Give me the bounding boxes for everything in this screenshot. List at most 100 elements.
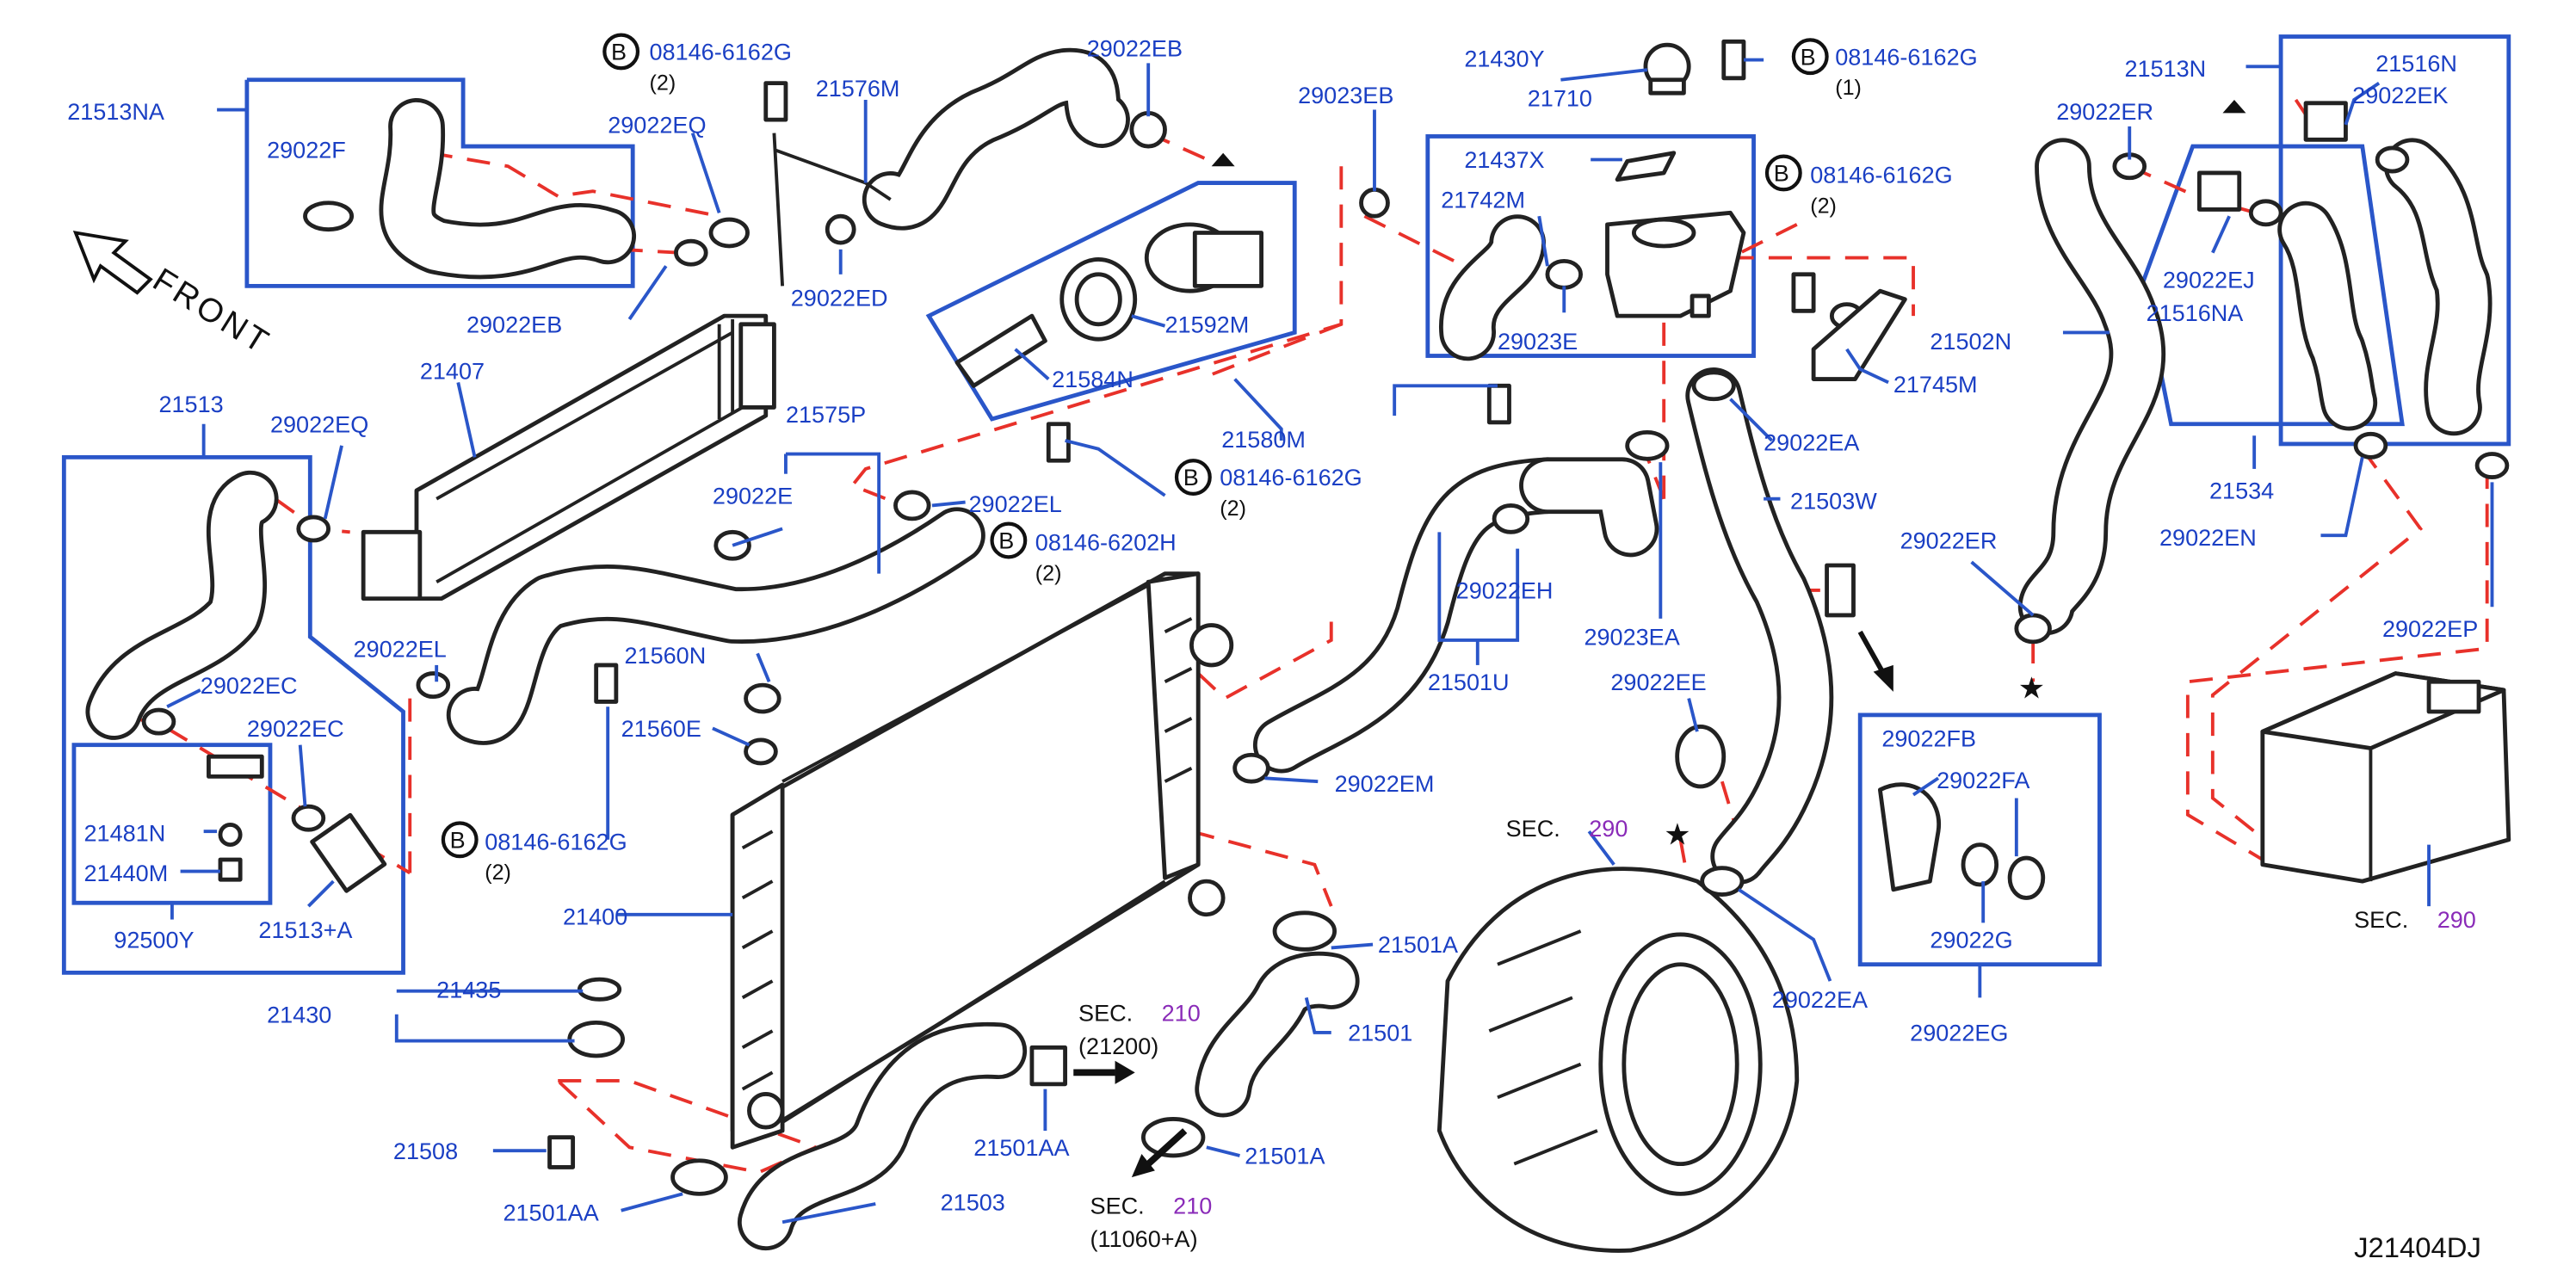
label-29022EG: 29022EG	[1910, 1021, 2008, 1046]
sec-b-num: 210	[1173, 1194, 1212, 1219]
label-21501: 21501	[1348, 1021, 1412, 1046]
svg-text:★: ★	[2018, 673, 2045, 706]
inverter-box	[2260, 671, 2511, 884]
label-21501A-1: 21501A	[1378, 932, 1458, 958]
bolt-marker-b: B	[1801, 44, 1816, 70]
front-label: FRONT	[146, 262, 277, 362]
label-21508: 21508	[393, 1138, 458, 1164]
bolt-marker-f: B	[450, 827, 466, 853]
label-21503W: 21503W	[1790, 488, 1877, 514]
label-29022EB-left: 29022EB	[466, 312, 562, 337]
box-21513NA	[244, 77, 635, 288]
label-29022EB-top: 29022EB	[1087, 36, 1183, 62]
arrows	[1073, 99, 2246, 1178]
group-boxes	[61, 34, 2511, 975]
small-parts	[141, 39, 2510, 1196]
label-21501U: 21501U	[1428, 669, 1510, 695]
qty-2-d: (2)	[1220, 497, 1246, 521]
radiator-21400	[730, 571, 1234, 1150]
label-29022EP: 29022EP	[2382, 616, 2478, 642]
sec-d-num: 290	[2437, 907, 2476, 933]
sec-c: SEC.	[1506, 816, 1560, 842]
qty-1: (1)	[1835, 76, 1862, 100]
qty-2-a: (2)	[650, 71, 676, 95]
label-21534: 21534	[2209, 478, 2274, 504]
bolt-marker-c: B	[1774, 161, 1789, 187]
label-29022EQ-top: 29022EQ	[608, 113, 706, 139]
label-29022EH: 29022EH	[1456, 578, 1554, 604]
qty-2-b: (2)	[1035, 561, 1062, 585]
label-21576M: 21576M	[816, 76, 900, 102]
label-92500Y: 92500Y	[114, 927, 194, 953]
qty-2-e: (2)	[1810, 194, 1837, 218]
bolt-markers: B B B B B B	[441, 33, 1829, 859]
label-29023EA: 29023EA	[1584, 625, 1679, 651]
sec-c-num: 290	[1589, 816, 1628, 842]
label-21745M: 21745M	[1893, 372, 1978, 398]
sec-b: SEC.	[1090, 1194, 1145, 1219]
leader-lines	[166, 58, 2494, 1225]
sec-a-sub: (21200)	[1078, 1033, 1158, 1059]
label-21516N: 21516N	[2375, 51, 2457, 77]
label-29022EC-1: 29022EC	[201, 673, 298, 699]
label-21437X: 21437X	[1464, 147, 1544, 173]
label-29022EE: 29022EE	[1610, 669, 1706, 695]
label-21560E: 21560E	[621, 716, 701, 742]
label-29022F: 29022F	[267, 138, 346, 163]
sec-a: SEC.	[1078, 1000, 1133, 1026]
label-21560N: 21560N	[625, 643, 707, 669]
label-08146-6162G-b: 08146-6162G	[485, 829, 627, 854]
box-21513	[61, 454, 405, 975]
reservoir-21710	[1605, 42, 1746, 318]
label-29022EC-2: 29022EC	[247, 716, 344, 742]
label-21580M: 21580M	[1221, 427, 1306, 453]
label-29022EA-1: 29022EA	[1764, 430, 1859, 456]
label-21430Y: 21430Y	[1464, 46, 1544, 71]
box-21580M	[925, 181, 1297, 422]
label-21501A-2: 21501A	[1245, 1144, 1325, 1169]
hoses	[85, 48, 2493, 1251]
label-21592M: 21592M	[1165, 312, 1250, 337]
label-21516NA: 21516NA	[2147, 300, 2244, 326]
sec-b-sub: (11060+A)	[1090, 1226, 1198, 1252]
label-08146-6162G-e: 08146-6162G	[1810, 163, 1952, 188]
label-21513N: 21513N	[2124, 56, 2206, 82]
label-21440M: 21440M	[84, 861, 169, 886]
label-21513: 21513	[158, 392, 223, 417]
part-labels: 21513NA 29022F 29022EQ 08146-6162G (2) 2…	[67, 36, 2481, 1263]
cooler-21407	[361, 313, 776, 601]
label-21575P: 21575P	[786, 402, 866, 428]
label-29022EJ: 29022EJ	[2163, 267, 2255, 293]
label-21513A: 21513+A	[258, 917, 352, 943]
svg-text:★: ★	[1664, 819, 1690, 852]
label-21584N: 21584N	[1052, 367, 1134, 392]
label-29022ED: 29022ED	[791, 286, 888, 312]
label-21502N: 21502N	[1930, 329, 2011, 355]
label-21407: 21407	[420, 359, 485, 385]
label-21435: 21435	[436, 977, 501, 1002]
label-08146-6162G-d: 08146-6162G	[1835, 44, 1977, 70]
label-29022EN: 29022EN	[2159, 525, 2257, 551]
label-29022EL-left: 29022EL	[354, 636, 447, 662]
label-08146-6162G-a: 08146-6162G	[650, 40, 792, 65]
qty-2-c: (2)	[485, 861, 511, 885]
label-29022ER-top: 29022ER	[2056, 99, 2153, 125]
label-29023EB: 29023EB	[1298, 83, 1393, 108]
label-29022FB: 29022FB	[1881, 726, 1976, 752]
label-21400: 21400	[563, 904, 627, 929]
sec-a-num: 210	[1162, 1000, 1201, 1026]
bolt-marker-e: B	[998, 528, 1014, 554]
label-21710: 21710	[1528, 86, 1592, 112]
label-29022EL-mid: 29022EL	[969, 491, 1062, 517]
box-21534	[2140, 144, 2405, 427]
bolt-marker-d: B	[1183, 465, 1199, 490]
label-21513NA: 21513NA	[67, 99, 164, 125]
label-21481N: 21481N	[84, 821, 166, 847]
label-21501AA-mid: 21501AA	[973, 1135, 1069, 1161]
label-29023E: 29023E	[1498, 329, 1578, 355]
label-08146-6202H: 08146-6202H	[1035, 530, 1177, 556]
bolt-marker-a: B	[611, 40, 627, 65]
label-29022EQ-left: 29022EQ	[270, 411, 368, 437]
